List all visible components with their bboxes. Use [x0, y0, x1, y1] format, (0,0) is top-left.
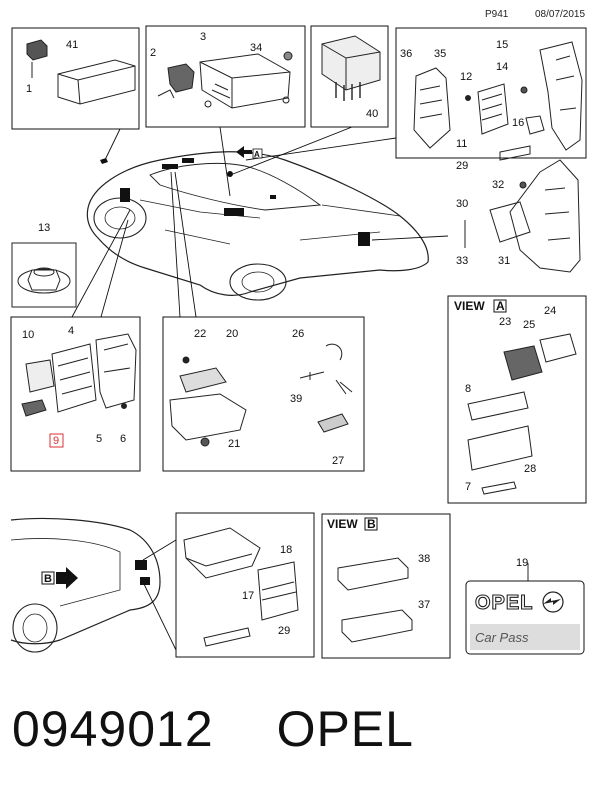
part-drawings-panel-20-39: [169, 343, 353, 447]
panel-view-a: [447, 295, 587, 504]
part-drawings-panel-2: [157, 51, 293, 109]
callout-18: 18: [280, 544, 292, 556]
part-drawings-view-b: [337, 557, 413, 643]
callout-15: 15: [496, 39, 508, 51]
marker-b-letter: B: [44, 573, 52, 585]
panel-view-b: [321, 513, 451, 659]
callout-41: 41: [66, 39, 78, 51]
view-labels: VIEW A VIEW B A B: [41, 146, 507, 589]
callout-9: 9: [53, 435, 59, 447]
callout-22: 22: [194, 328, 206, 340]
diagram-canvas: 41 1 2 3 34 40 36 35 15 14 12 16 11 29 3…: [10, 25, 587, 659]
callout-30: 30: [456, 198, 468, 210]
wagon-car-drawing: [10, 517, 161, 653]
arrow-marker-b-icon: [56, 567, 78, 589]
page-code: P941: [485, 9, 509, 20]
callout-32: 32: [492, 179, 504, 191]
callout-6: 6: [120, 433, 126, 445]
car-pass-logo: OPEL Car Pass: [470, 585, 580, 650]
opel-bolt-icon: [543, 598, 561, 605]
marker-a-letter: A: [254, 150, 260, 159]
arrow-marker-a-icon: [236, 146, 252, 158]
callout-4: 4: [68, 325, 74, 337]
car-pass-subtitle: Car Pass: [475, 630, 529, 645]
callout-38: 38: [418, 553, 430, 565]
callout-11: 11: [456, 138, 467, 150]
callout-17: 17: [242, 590, 254, 602]
callout-40: 40: [366, 108, 378, 120]
footer-part-brand: 0949012 OPEL: [12, 700, 414, 758]
callout-37: 37: [418, 599, 430, 611]
part-drawings-view-a: [467, 333, 577, 495]
part-drawing-nut: [11, 242, 77, 308]
callout-26: 26: [292, 328, 304, 340]
callout-5: 5: [96, 433, 102, 445]
callout-labels: 41 1 2 3 34 40 36 35 15 14 12 16 11 29 3…: [22, 31, 556, 637]
part-drawings-panel-17-29: [183, 527, 299, 647]
panel-part-40: [310, 25, 389, 128]
callout-29-bottom: 29: [278, 625, 290, 637]
callout-16: 16: [512, 117, 524, 129]
callout-34: 34: [250, 42, 262, 54]
part-drawings-panel-40: [321, 35, 381, 101]
callout-28: 28: [524, 463, 536, 475]
callout-27: 27: [332, 455, 344, 467]
callout-23: 23: [499, 316, 511, 328]
panel-parts-right-top: [395, 27, 587, 159]
callout-3: 3: [200, 31, 206, 43]
footer-brand: OPEL: [276, 701, 414, 757]
panel-parts-4-10: [10, 316, 141, 472]
view-b-word: VIEW: [327, 517, 358, 531]
callout-21: 21: [228, 438, 240, 450]
callout-33: 33: [456, 255, 468, 267]
callout-7: 7: [465, 481, 471, 493]
callout-25: 25: [523, 319, 535, 331]
panel-part-2-3-34: [145, 25, 306, 128]
panel-part-1-41: [11, 27, 140, 130]
callout-2: 2: [150, 47, 156, 59]
callout-24: 24: [544, 305, 556, 317]
callout-29-top: 29: [456, 160, 468, 172]
footer-part-number: 0949012: [12, 701, 214, 757]
callout-14: 14: [496, 61, 508, 73]
callout-13: 13: [38, 222, 50, 234]
sedan-car-drawing: [86, 151, 429, 301]
callout-8: 8: [465, 383, 471, 395]
callout-31: 31: [498, 255, 510, 267]
panel-part-13: [11, 242, 77, 308]
view-a-letter: A: [496, 299, 505, 313]
callout-35: 35: [434, 48, 446, 60]
part-drawings-panel-right-top: [413, 41, 583, 161]
callout-36: 36: [400, 48, 412, 60]
callout-10: 10: [22, 329, 34, 341]
panel-parts-17-29: [175, 512, 315, 658]
callout-20: 20: [226, 328, 238, 340]
car-pass-brand: OPEL: [475, 592, 533, 614]
callout-1: 1: [26, 83, 32, 95]
part-drawings-panel-1: [26, 39, 136, 105]
page-date: 08/07/2015: [535, 9, 586, 20]
leader-lines: [71, 126, 529, 651]
callout-12: 12: [460, 71, 472, 83]
callout-19: 19: [516, 557, 528, 569]
panel-parts-20-39: [162, 316, 365, 472]
callout-39: 39: [290, 393, 302, 405]
part-drawings-bracket: [464, 159, 581, 273]
view-b-letter: B: [367, 517, 376, 531]
view-a-word: VIEW: [454, 299, 485, 313]
car-pass-card: [465, 580, 585, 655]
part-drawings-panel-4-10: [21, 333, 137, 448]
highlight-box-part-9: [49, 433, 64, 448]
